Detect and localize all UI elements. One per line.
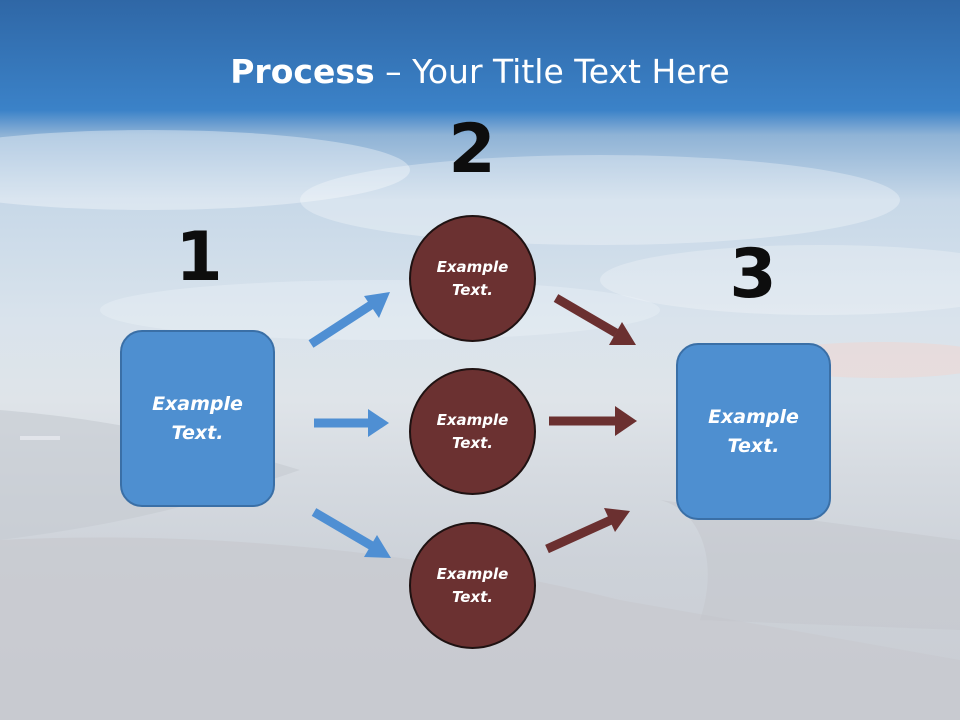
- arrow-bottom-to-3: [545, 508, 630, 554]
- step1-box: Example Text.: [120, 330, 275, 507]
- step2-circle-bottom: Example Text.: [409, 522, 536, 649]
- arrow-1-to-top: [308, 292, 390, 348]
- step2-circle-top-label: Example Text.: [436, 257, 509, 299]
- step-number-3: 3: [729, 235, 777, 314]
- step2-circle-middle-label: Example Text.: [436, 410, 509, 452]
- step-number-2: 2: [448, 110, 496, 189]
- step2-circle-bottom-label: Example Text.: [436, 564, 509, 606]
- arrow-top-to-3: [553, 294, 636, 345]
- step3-box: Example Text.: [676, 343, 831, 520]
- title-bold: Process: [230, 52, 375, 91]
- step2-circle-top: Example Text.: [409, 215, 536, 342]
- arrow-middle-to-3: [549, 406, 637, 436]
- step-number-1: 1: [175, 218, 223, 297]
- slide-title: Process – Your Title Text Here: [0, 52, 960, 91]
- step1-box-label: Example Text.: [152, 392, 243, 444]
- title-rest: – Your Title Text Here: [374, 52, 730, 91]
- arrow-1-to-middle: [314, 409, 389, 437]
- step2-circle-middle: Example Text.: [409, 368, 536, 495]
- arrow-1-to-bottom: [311, 508, 391, 558]
- step3-box-label: Example Text.: [708, 405, 799, 457]
